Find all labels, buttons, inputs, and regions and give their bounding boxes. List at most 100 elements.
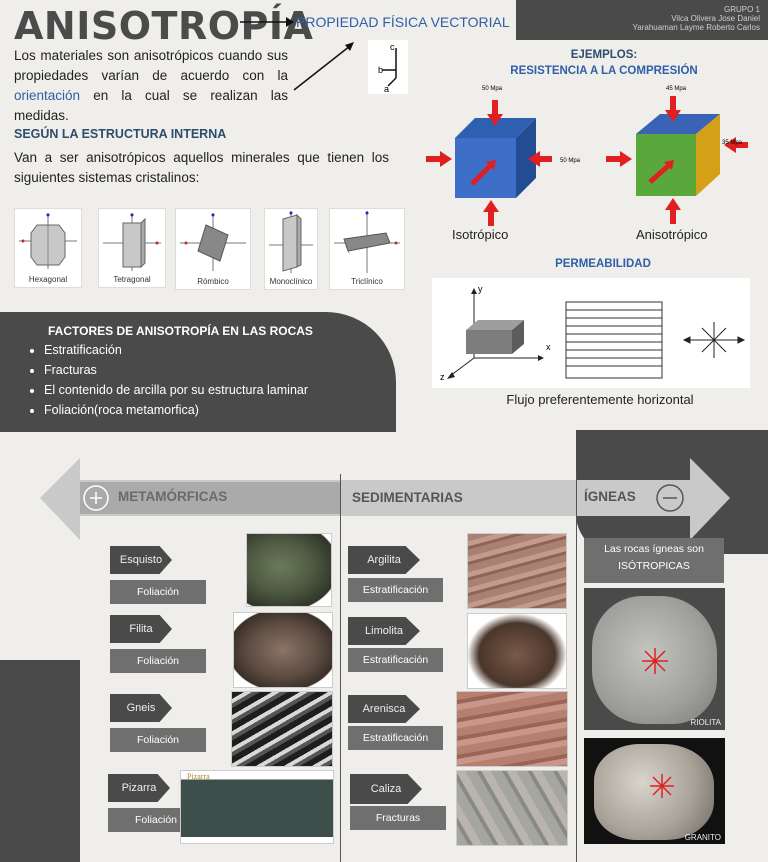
granite-photo: GRANITO: [584, 738, 725, 844]
plus-circle-icon: [83, 485, 109, 511]
divider: [576, 474, 577, 862]
factor-item: Estratificación: [44, 340, 308, 360]
permeability-caption: Flujo preferentemente horizontal: [506, 392, 694, 407]
rock-name-tag: Arenisca: [348, 695, 420, 723]
crystal-hexagonal: Hexagonal: [14, 208, 82, 288]
isotropic-cube: [455, 118, 536, 198]
crystal-triclinic: Triclínico: [329, 208, 405, 290]
arrow-right-icon: [426, 151, 452, 167]
axis-b-label: b: [378, 65, 383, 75]
crystal-label-rhombic: Rómbico: [197, 277, 229, 286]
rock-name-tag: Caliza: [350, 774, 422, 804]
rock-property-tag: Estratificación: [348, 578, 443, 602]
permeability-heading: PERMEABILIDAD: [555, 258, 651, 270]
rhyolite-photo: RIOLITA: [584, 588, 725, 730]
iso-label: Isotrópico: [452, 227, 509, 242]
crystal-label-monoclinic: Monoclínico: [269, 277, 313, 286]
axis-c-label: c: [390, 42, 395, 52]
aniso-label: Anisotrópico: [636, 227, 708, 242]
arrow-down-icon: [665, 96, 681, 122]
rock-property-tag: Fracturas: [350, 806, 446, 830]
layered-rock-texture: [565, 301, 663, 379]
intro-text-part: Los materiales son anisotrópicos cuando …: [14, 48, 288, 83]
rock-name-tag: Limolita: [348, 617, 420, 645]
aniso-load-side: 35 Mpa: [722, 140, 743, 146]
rock-property-tag: Estratificación: [348, 648, 443, 672]
phyllite-photo: [233, 612, 333, 688]
compression-diagram: 50 Mpa 50 Mpa 45 Mpa 35 Mpa: [426, 86, 748, 226]
factor-item: Foliación(roca metamorfica): [44, 400, 308, 420]
iso-load-top: 50 Mpa: [482, 86, 503, 92]
slate-photo-label: Pizarra: [187, 772, 210, 781]
anisotropic-cube: [636, 114, 720, 196]
arrow-right-icon: [240, 17, 294, 27]
gneiss-photo: [231, 691, 333, 767]
divider: [340, 474, 341, 862]
permeability-diagram: y x z: [432, 278, 750, 388]
intro-highlight: orientación: [14, 88, 81, 103]
iso-load-side: 50 Mpa: [560, 158, 581, 164]
sedimentary-label: SEDIMENTARIAS: [352, 490, 463, 505]
axes-diagram: c b a: [368, 40, 408, 94]
sandstone-photo: [456, 691, 568, 767]
perm-axis-y: y: [478, 284, 483, 294]
star-marker-icon: [642, 648, 668, 674]
crystal-tetragonal: Tetragonal: [98, 208, 166, 288]
crystal-label-hexagonal: Hexagonal: [28, 275, 68, 284]
classification-arrow: [40, 458, 730, 540]
limestone-photo: [456, 770, 568, 846]
group-banner: GRUPO 1 Vilca Olivera Jose Daniel Yarahu…: [516, 0, 768, 40]
crystal-label-triclinic: Triclínico: [351, 277, 383, 286]
perm-axis-x: x: [546, 342, 551, 352]
arrow-down-icon: [487, 100, 503, 126]
intro-text-end: en la cual se realizan las medidas.: [14, 88, 288, 123]
factor-item: El contenido de arcilla por su estructur…: [44, 380, 308, 400]
perm-axis-z: z: [440, 372, 445, 382]
argillite-photo: [467, 533, 567, 609]
rock-property-tag: Estratificación: [348, 726, 443, 750]
crystal-rhombic: Rómbico: [175, 208, 251, 290]
factors-panel: FACTORES DE ANISOTROPÍA EN LAS ROCAS Est…: [0, 312, 396, 432]
page-subtitle: PROPIEDAD FÍSICA VECTORIAL: [296, 14, 510, 30]
examples-heading: EJEMPLOS:: [570, 49, 638, 61]
granite-label: GRANITO: [684, 833, 721, 842]
factors-list: Estratificación Fracturas El contenido d…: [16, 340, 308, 420]
arrow-up-icon: [665, 198, 681, 224]
arrow-right-icon: [606, 151, 632, 167]
schist-photo: [246, 533, 332, 607]
aniso-load-top: 45 Mpa: [666, 86, 687, 92]
rock-name-tag: Argilita: [348, 546, 420, 574]
igneous-label: ÍGNEAS: [584, 489, 636, 504]
factors-heading: FACTORES DE ANISOTROPÍA EN LAS ROCAS: [48, 324, 313, 338]
structure-text: Van a ser anisotrópicos aquellos mineral…: [14, 150, 389, 185]
factor-item: Fracturas: [44, 360, 308, 380]
rhyolite-label: RIOLITA: [690, 718, 721, 727]
intro-text: Los materiales son anisotrópicos cuando …: [14, 46, 288, 126]
rock-property-tag: Foliación: [110, 580, 206, 604]
page-title: ANISOTROPÍA: [14, 4, 314, 48]
arrow-left-icon: [528, 151, 552, 167]
crystal-label-tetragonal: Tetragonal: [113, 275, 151, 284]
metamorphic-label: METAMÓRFICAS: [118, 489, 228, 504]
examples-subheading: RESISTENCIA A LA COMPRESIÓN: [510, 65, 698, 77]
author-2: Yarahuaman Layme Roberto Carlos: [632, 23, 760, 32]
flow-directions-icon: [682, 322, 746, 358]
arrow-left-icon: [724, 137, 748, 153]
author-1: Vilca Olivera Jose Daniel: [671, 14, 760, 23]
diagonal-arrow-icon: [293, 42, 354, 91]
rock-name-tag: Esquisto: [110, 546, 172, 574]
group-label: GRUPO 1: [723, 5, 760, 14]
star-marker-icon: [650, 774, 674, 798]
structure-heading: SEGÚN LA ESTRUCTURA INTERNA: [14, 127, 227, 141]
arrow-up-icon: [483, 200, 499, 226]
rock-name-tag: Gneis: [110, 694, 172, 722]
rock-property-tag: Foliación: [110, 728, 206, 752]
axis-a-label: a: [384, 84, 389, 94]
rock-property-tag: Foliación: [110, 649, 206, 673]
minus-circle-icon: [656, 484, 684, 512]
rock-name-tag: Filita: [110, 615, 172, 643]
left-backdrop: [0, 660, 80, 862]
slate-photo: Pizarra: [180, 770, 334, 844]
rock-name-tag: Pizarra: [108, 774, 170, 802]
igneous-note: Las rocas ígneas son ISÓTROPICAS: [584, 538, 724, 583]
